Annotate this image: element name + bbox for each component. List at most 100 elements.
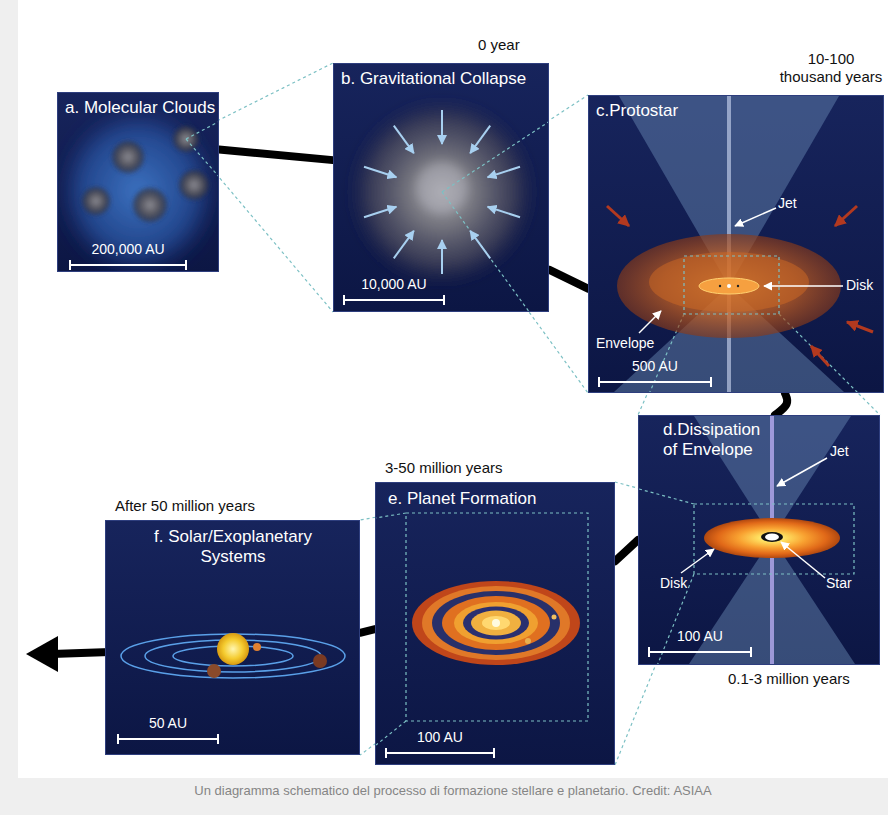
ringed-disk <box>432 591 560 655</box>
disk <box>727 284 731 288</box>
collapsing-core <box>416 162 468 214</box>
ringed-disk <box>454 602 538 644</box>
collapse-art <box>334 64 548 311</box>
infall-arrow <box>811 346 829 366</box>
scale-label: 10,000 AU <box>344 276 444 292</box>
disk <box>719 285 721 287</box>
cloud-core <box>82 126 209 222</box>
scale-bar <box>649 647 751 657</box>
disk <box>699 278 759 294</box>
sun <box>217 633 249 665</box>
scale-bar <box>344 295 444 305</box>
planet <box>313 654 327 668</box>
annotation-label: Disk <box>660 575 687 592</box>
infall-arrow <box>488 207 520 218</box>
scale-label: 200,000 AU <box>70 241 186 257</box>
time-label: 10-100 thousand years <box>778 50 884 86</box>
orbit <box>121 634 345 678</box>
stage-connector <box>360 629 375 633</box>
disk <box>737 285 739 287</box>
infall-arrow <box>847 322 873 332</box>
scale-bar <box>599 377 711 387</box>
time-label: After 50 million years <box>115 497 255 515</box>
scale-bar <box>118 734 218 744</box>
star <box>761 532 783 542</box>
stage-panel: b. Gravitational Collapse10,000 AU <box>333 63 549 312</box>
scale-label: 100 AU <box>386 729 494 745</box>
stage-panel: e. Planet Formation 100 AU <box>375 482 615 765</box>
gas-cloud <box>58 105 218 271</box>
planet <box>253 643 261 651</box>
planet <box>207 664 221 678</box>
infall-arrow <box>470 231 490 258</box>
zoom-frame <box>406 513 588 721</box>
cloud-core <box>179 170 209 200</box>
infall-arrow <box>394 231 414 258</box>
infall-arrow <box>835 206 857 226</box>
scale-bar <box>118 734 218 744</box>
infall-arrow <box>441 110 443 144</box>
disk <box>704 518 840 558</box>
ringed-disk <box>525 638 531 644</box>
zoom-frame <box>684 256 779 314</box>
time-label: 0.1-3 million years <box>728 670 850 688</box>
cloud-core <box>112 141 144 173</box>
scale-bar <box>649 647 751 657</box>
infall-arrow <box>364 207 396 218</box>
stage-connector <box>615 540 638 561</box>
stage-title: c.Protostar <box>596 101 678 121</box>
zoom-frame <box>406 513 588 721</box>
white-ground <box>18 0 888 778</box>
leader-arrow <box>764 285 843 287</box>
stage-panel: f. Solar/Exoplanetary Systems50 AU <box>105 520 360 755</box>
star <box>761 532 783 542</box>
infall-arrow <box>364 110 520 274</box>
stage-panel: a. Molecular Clouds 200,000 AU <box>57 92 219 272</box>
ringed-disk <box>463 607 529 640</box>
infall-arrow <box>394 126 414 154</box>
annotation-label: Disk <box>846 277 873 294</box>
zoom-frame <box>694 504 854 574</box>
leader-arrow <box>681 458 827 578</box>
leader-arrow <box>639 311 661 333</box>
envelope <box>649 252 809 312</box>
cloud-core <box>82 187 110 215</box>
figure-caption: Un diagramma schematico del processo di … <box>18 783 888 798</box>
leader-arrow <box>781 542 825 578</box>
ringed-disk <box>482 616 510 630</box>
exit-arrow <box>26 636 110 672</box>
annotation-label: Jet <box>830 443 849 460</box>
ringed-disk <box>442 596 550 650</box>
infall-arrow <box>488 167 520 178</box>
time-label: 3-50 million years <box>385 459 503 477</box>
scale-label: 100 AU <box>649 628 751 644</box>
ringed-disk <box>412 581 580 665</box>
ringed-disk <box>412 581 580 665</box>
stage-connector <box>219 150 333 161</box>
gas-cloud <box>58 105 218 271</box>
stage-title: e. Planet Formation <box>388 489 536 509</box>
scale-bar <box>599 377 711 387</box>
scale-bar <box>70 260 186 270</box>
cloud-core <box>133 188 167 222</box>
zoom-frame <box>694 504 854 574</box>
infall-arrow <box>364 167 396 178</box>
annotation-label: Star <box>826 575 852 592</box>
annotation-label: Envelope <box>596 335 654 352</box>
scale-bar <box>386 748 494 758</box>
orbit <box>121 634 345 678</box>
zoom-line <box>442 121 548 311</box>
exit-arrow <box>52 652 110 654</box>
stage-title: a. Molecular Clouds <box>65 98 215 118</box>
exit-arrow <box>26 636 58 672</box>
ringed-disk <box>492 619 500 627</box>
scale-bar <box>386 748 494 758</box>
scale-label: 50 AU <box>118 715 218 731</box>
zoom-line <box>186 121 218 178</box>
sun <box>217 633 249 665</box>
stage-connector <box>775 393 787 415</box>
leader-arrow <box>777 458 827 486</box>
zoom-line <box>442 121 548 311</box>
leader-arrow <box>681 549 714 573</box>
